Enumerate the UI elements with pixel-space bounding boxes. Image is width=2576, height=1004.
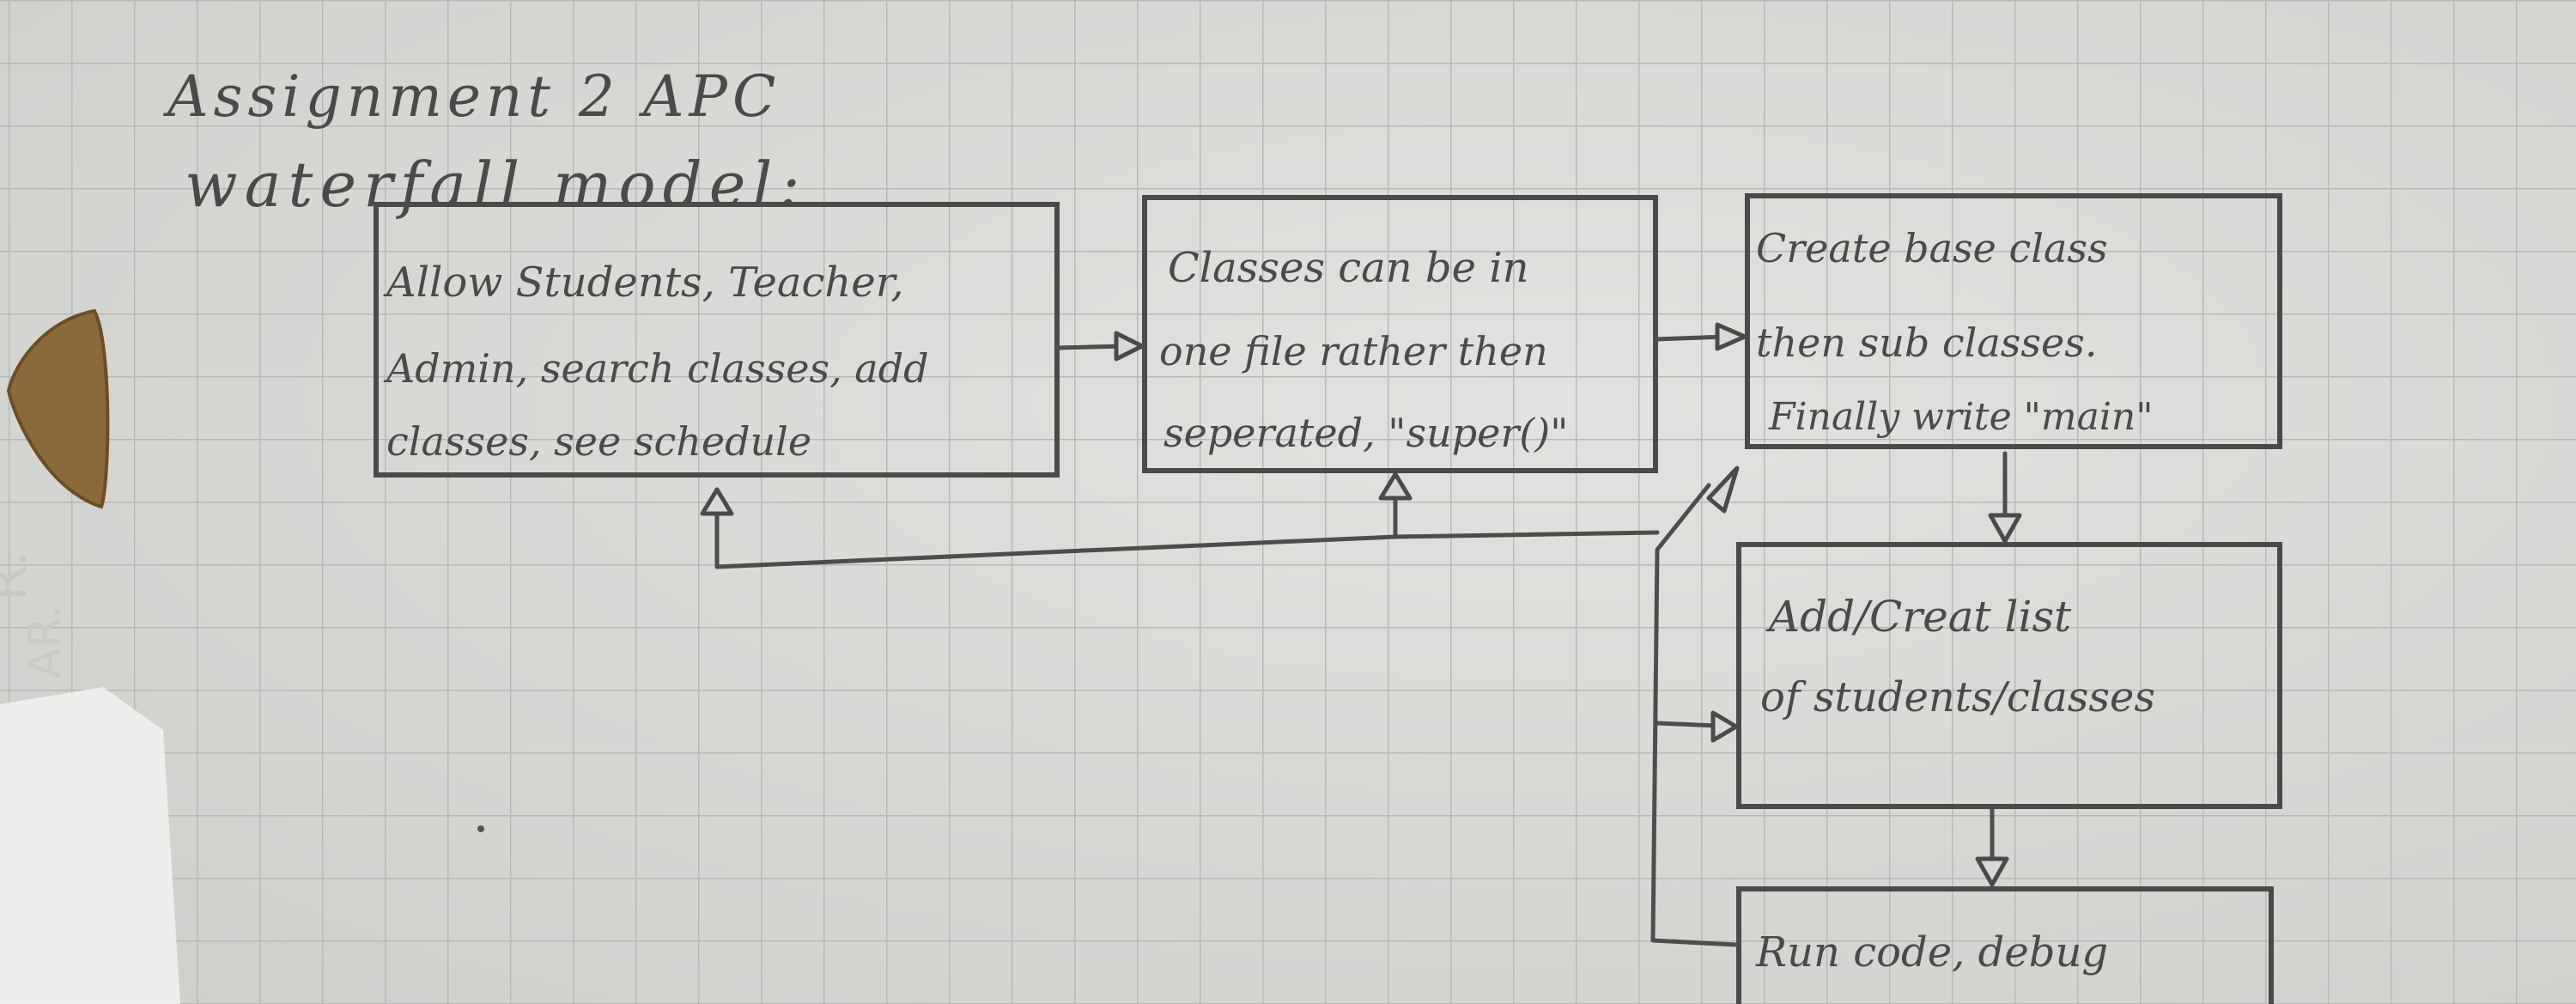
data-list-line-2: of students/classes [1760,673,2155,721]
arrow-design-to-implementation [1653,334,1728,342]
design-box [1142,195,1658,473]
arrowhead-feedback-to-design [1378,472,1413,501]
feedback-to-data [1655,721,1720,728]
requirements-line-3: classes, see schedule [386,418,811,465]
pencil-dot [477,825,484,832]
arrowhead-data-to-testing [1975,856,2009,887]
requirements-box [374,202,1060,478]
arrowhead-implementation-to-data [1988,513,2022,544]
requirements-line-1: Allow Students, Teacher, [383,259,904,307]
arrowhead-design-to-implementation [1715,322,1747,351]
data-list-box [1736,542,2282,809]
binder-hole [6,308,110,509]
arrowhead-feedback-to-requirements [700,487,734,516]
arrowhead-feedback-to-implementation [1706,465,1740,514]
design-line-3: seperated, "super()" [1163,410,1568,456]
data-list-line-1: Add/Creat list [1765,592,2072,642]
page-title: Assignment 2 APC [162,64,781,130]
testing-line-1: Run code, debug [1755,928,2108,977]
requirements-line-2: Admin, search classes, add [383,345,929,392]
margin-mark-2: AR. [20,605,71,678]
arrowhead-requirements-to-design [1114,331,1145,362]
feedback-horizontal-line [714,504,1660,569]
testing-box [1736,886,2274,1004]
page-subtitle: waterfall model: [185,149,807,221]
implementation-box [1745,193,2282,449]
feedback-vertical-line [1650,483,1711,943]
implementation-line-3: Finally write "main" [1768,395,2153,439]
arrowhead-feedback-to-data [1710,710,1739,743]
design-line-2: one file rather then [1159,328,1548,374]
arrow-requirements-to-design [1054,344,1127,350]
margin-mark: R. [0,551,39,601]
implementation-line-1: Create base class [1756,225,2108,271]
implementation-line-2: then sub classes. [1756,319,2097,366]
white-paper-strip [0,687,180,1004]
design-line-1: Classes can be in [1168,244,1529,292]
feedback-to-testing [1650,938,1739,947]
